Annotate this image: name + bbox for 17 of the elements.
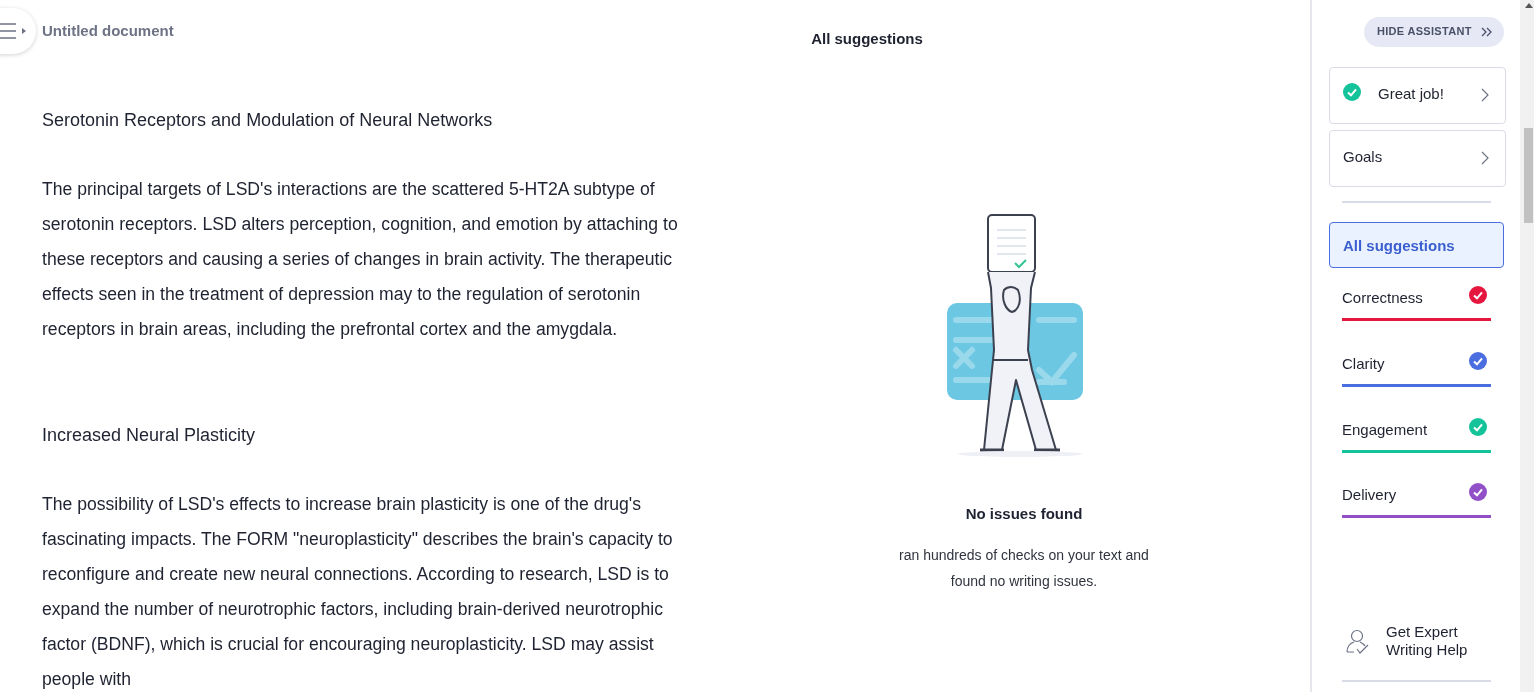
selected-tab: All suggestions (1329, 222, 1504, 268)
paragraph: The principal targets of LSD's interactions are the scattered 5-HT2A subtype of serotonin receptors. LSD alters perception, cognition, and emotion by attaching to these receptors and causing a series of changes in brain activity. The therapeutic effects seen in the treatment of depression may to the regulation of serotonin receptors in brain areas, including the prefrontal cortex and the amygdala. (42, 178, 679, 341)
section-heading: Increased Neural Plasticity (42, 424, 257, 447)
paragraph: The possibility of LSD's effects to increase brain plasticity is one of the drug's fascinating impacts. The FORM "neuroplasticity" describes the brain's capacity to reconfigure and create new neural connections. According to research, LSD is to expand the number of neurotrophic factors, including brain-derived neurotrophic factor (BDNF), which is crucial for encouraging neuroplasticity. LSD may assist people with (42, 493, 674, 691)
status-message: ran hundreds of checks on your text and found no writing issues. (898, 546, 1150, 591)
hide-assistant-button: HIDE ASSISTANT (1364, 17, 1504, 47)
panel-heading: All suggestions (810, 30, 924, 47)
category-tab: Engagement (1342, 414, 1491, 453)
category-tab: Correctness (1342, 282, 1491, 321)
goals-card: Goals (1329, 130, 1506, 187)
category-tab: Delivery (1342, 479, 1491, 518)
status-heading: No issues found (964, 505, 1084, 522)
status-card: Great job! (1329, 67, 1506, 124)
section-heading: Serotonin Receptors and Modulation of Neural Networks (42, 109, 494, 132)
document-title: Untitled document (42, 22, 175, 39)
expert-help-link: Get Expert Writing Help (1342, 620, 1492, 664)
category-tab: Clarity (1342, 348, 1491, 387)
